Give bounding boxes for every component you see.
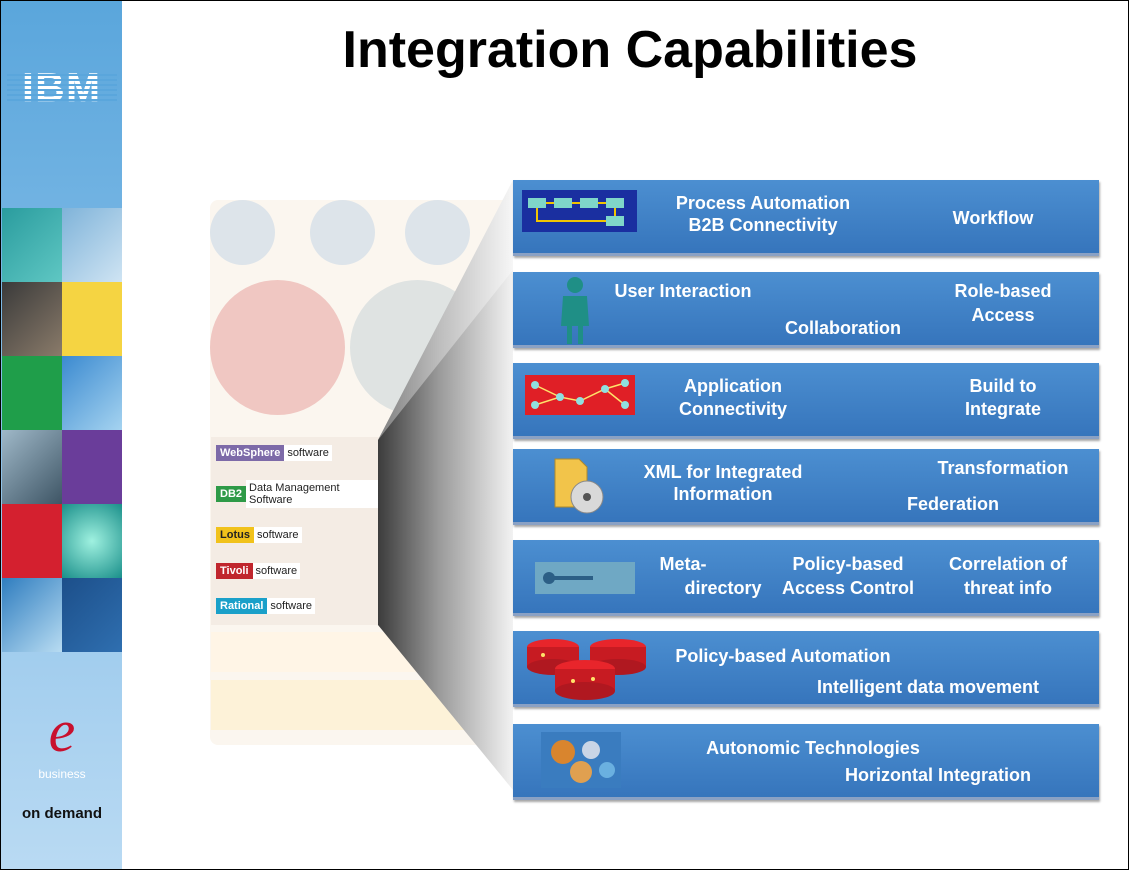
photo-mosaic: [2, 208, 123, 652]
teal-tile: [2, 208, 62, 282]
label-correlation-of: Correlation of: [948, 554, 1067, 574]
brand-text: software: [267, 598, 315, 614]
globe-photo-tile: [62, 356, 122, 430]
label-federation: Federation: [906, 494, 999, 514]
label-workflow: Workflow: [952, 208, 1034, 228]
person-photo-tile: [2, 282, 62, 356]
on-demand-tagline: on demand: [21, 805, 102, 822]
capability-panel-user-interaction: User Interaction Collaboration Role-base…: [513, 272, 1099, 348]
capability-panel-storage: Policy-based Automation Intelligent data…: [513, 631, 1099, 707]
brand-text: Data Management Software: [246, 480, 381, 508]
red-tile: [2, 504, 62, 578]
label-user-interaction: User Interaction: [614, 281, 752, 301]
purple-tile: [62, 430, 122, 504]
grey-circle: [310, 200, 375, 265]
ebusiness-logo: e business: [3, 701, 121, 781]
pink-circle: [210, 280, 345, 415]
label-threat-info: threat info: [964, 578, 1052, 598]
software-brand-list: WebSphere software DB2 Data Management S…: [211, 437, 381, 625]
brand-text: software: [253, 527, 302, 543]
label-xml-integrated: XML for Integrated: [643, 462, 803, 482]
network-diagram-icon: [525, 375, 635, 415]
capability-panel-application: Application Connectivity Build to Integr…: [513, 363, 1099, 439]
label-autonomic-technologies: Autonomic Technologies: [706, 738, 920, 758]
page-title: Integration Capabilities: [342, 21, 918, 79]
key-icon: [535, 562, 635, 594]
ebusiness-e-glyph: e: [48, 698, 76, 764]
label-information: Information: [673, 484, 773, 504]
brand-db2: DB2 Data Management Software: [216, 480, 381, 508]
globes-icon: [541, 732, 621, 788]
storage-disks-icon: [527, 639, 646, 700]
websphere-tag: WebSphere: [216, 445, 285, 461]
lotus-tag: Lotus: [216, 527, 254, 543]
label-application: Application: [684, 376, 782, 396]
capability-panel-xml: XML for Integrated Information Transform…: [513, 449, 1099, 525]
cell-photo-tile: [62, 504, 122, 578]
brand-text: software: [252, 563, 301, 579]
chart-photo-tile: [62, 208, 122, 282]
label-policy-based-automation: Policy-based Automation: [675, 646, 891, 666]
tivoli-tag: Tivoli: [216, 563, 253, 579]
brand-lotus: Lotus software: [216, 525, 302, 545]
brand-rational: Rational software: [216, 596, 315, 616]
label-integrate: Integrate: [964, 399, 1042, 419]
svg-text:IBM: IBM: [22, 66, 101, 109]
capability-panel-process: Process Automation B2B Connectivity Work…: [513, 180, 1099, 256]
green-tile: [2, 356, 62, 430]
ibm-logo: IBM: [7, 66, 117, 109]
capability-panel-security: Meta- directory Policy-based Access Cont…: [513, 540, 1099, 616]
label-access: Access: [971, 305, 1035, 325]
brand-tivoli: Tivoli software: [216, 561, 301, 581]
document-cd-icon: [554, 458, 604, 514]
brand-text: software: [284, 445, 332, 461]
grey-circle: [405, 200, 470, 265]
label-role-based: Role-based: [954, 281, 1052, 301]
person-icon: [561, 277, 589, 344]
left-brand-band: IBM e business on demand: [1, 1, 122, 869]
process-flow-icon: [522, 190, 637, 232]
grey-circle: [210, 200, 275, 265]
label-intelligent-data-movement: Intelligent data movement: [816, 677, 1040, 697]
yellow-tile: [62, 282, 122, 356]
label-meta: Meta-: [659, 554, 707, 574]
label-access-control: Access Control: [781, 578, 915, 598]
label-transformation: Transformation: [937, 458, 1069, 478]
crane-photo-tile: [2, 430, 62, 504]
capability-panel-autonomic: Autonomic Technologies Horizontal Integr…: [513, 724, 1099, 800]
disc-photo-tile: [2, 578, 62, 652]
label-process-automation: Process Automation: [675, 193, 851, 213]
label-connectivity: Connectivity: [678, 399, 788, 419]
rational-tag: Rational: [216, 598, 268, 614]
label-policy-based: Policy-based: [792, 554, 904, 574]
label-collaboration: Collaboration: [785, 318, 901, 338]
brand-websphere: WebSphere software: [216, 443, 332, 463]
label-b2b-connectivity: B2B Connectivity: [688, 215, 838, 235]
worker-photo-tile: [62, 578, 122, 652]
label-directory: directory: [684, 578, 762, 598]
ebusiness-label: business: [38, 767, 86, 781]
label-horizontal-integration: Horizontal Integration: [845, 765, 1031, 785]
label-build-to: Build to: [969, 376, 1037, 396]
db2-tag: DB2: [216, 486, 247, 502]
